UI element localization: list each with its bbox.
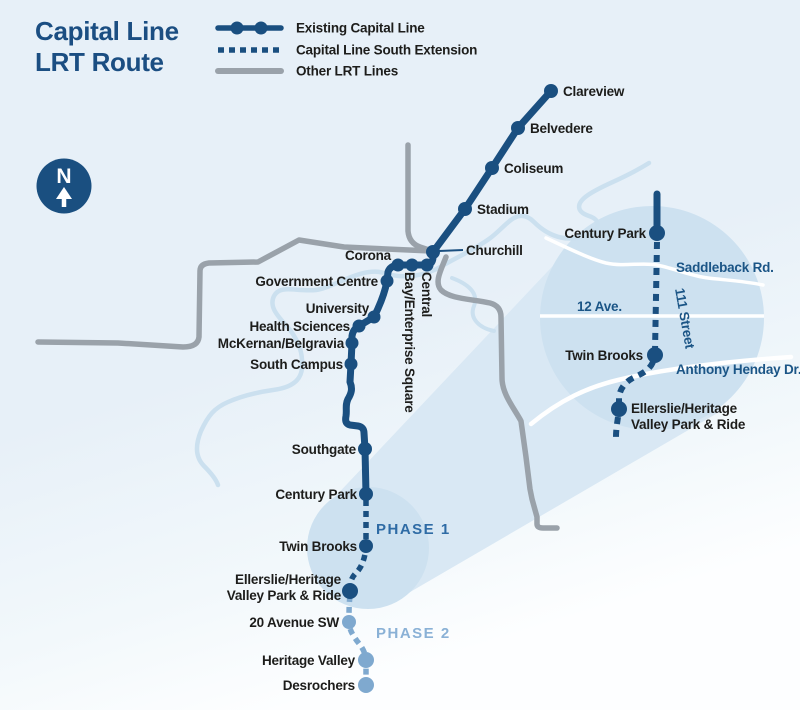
- station-dot-heritage-valley: [358, 652, 374, 668]
- river-path: [194, 160, 652, 488]
- station-label-coliseum: Coliseum: [504, 161, 563, 176]
- station-label-south-campus: South Campus: [250, 357, 343, 372]
- station-label-ellerslie-line1: Ellerslie/Heritage: [235, 572, 342, 587]
- inset-dot-twin-brooks: [647, 347, 663, 363]
- inset-zoom-circle: [540, 206, 764, 430]
- station-dot-ellerslie: [342, 583, 358, 599]
- phase1-label: PHASE 1: [376, 521, 451, 538]
- legend-label-extension: Capital Line South Extension: [296, 43, 477, 58]
- station-dot-desrochers: [358, 677, 374, 693]
- station-dot-churchill: [426, 245, 440, 259]
- station-dot-corona: [391, 258, 405, 272]
- inset-label-ellerslie-line1: Ellerslie/Heritage: [631, 401, 738, 416]
- map-title-line2: LRT Route: [35, 47, 164, 77]
- other-lrt-line-west: [35, 237, 434, 350]
- station-label-belvedere: Belvedere: [530, 121, 593, 136]
- station-label-health-sciences: Health Sciences: [249, 319, 350, 334]
- phase2-label: PHASE 2: [376, 625, 451, 642]
- road-label-saddleback: Saddleback Rd.: [676, 260, 774, 275]
- station-label-corona: Corona: [345, 248, 392, 263]
- inset-dot-century-park: [649, 225, 665, 241]
- station-label-20-avenue-sw: 20 Avenue SW: [249, 615, 339, 630]
- inset-label-century-park: Century Park: [564, 226, 646, 241]
- north-arrow-icon: [56, 187, 72, 199]
- inset-dot-ellerslie: [611, 401, 627, 417]
- station-dot-20-avenue-sw: [342, 615, 356, 629]
- station-label-desrochers: Desrochers: [283, 678, 355, 693]
- station-label-ellerslie-line2: Valley Park & Ride: [227, 588, 342, 603]
- compass-north-label: N: [56, 165, 71, 188]
- station-dot-central: [420, 258, 434, 272]
- other-lrt-line-north: [405, 142, 435, 254]
- legend-existing-dot2: [254, 21, 268, 35]
- road-label-12-ave: 12 Ave.: [577, 299, 622, 314]
- anthony-henday-road: [528, 354, 794, 427]
- station-label-university: University: [306, 301, 370, 316]
- station-dot-bay-enterprise-square: [405, 258, 419, 272]
- map-title-line1: Capital Line: [35, 16, 179, 46]
- legend-existing-dot1: [230, 21, 244, 35]
- churchill-label-connector: [438, 249, 464, 252]
- station-label-century-park: Century Park: [275, 487, 357, 502]
- inset-extension-line: [613, 241, 660, 438]
- station-label-stadium: Stadium: [477, 202, 529, 217]
- legend-label-existing: Existing Capital Line: [296, 21, 425, 36]
- station-dot-mckernan-belgravia: [345, 336, 359, 350]
- station-dot-stadium: [458, 202, 472, 216]
- station-dot-clareview: [544, 84, 558, 98]
- station-dot-coliseum: [485, 161, 499, 175]
- inset-label-twin-brooks: Twin Brooks: [565, 348, 643, 363]
- compass: N: [36, 158, 92, 214]
- station-dot-university: [367, 310, 381, 324]
- station-label-bay-enterprise-square: Bay/Enterprise Square: [402, 272, 417, 413]
- station-label-government-centre: Government Centre: [255, 274, 378, 289]
- station-label-central: Central: [419, 272, 434, 317]
- station-label-mckernan-belgravia: McKernan/Belgravia: [218, 336, 345, 351]
- station-label-southgate: Southgate: [292, 442, 357, 457]
- station-label-heritage-valley: Heritage Valley: [262, 653, 356, 668]
- compass-circle: [36, 158, 92, 214]
- inset-label-ellerslie-line2: Valley Park & Ride: [631, 417, 746, 432]
- other-lrt-line-southeast: [435, 254, 560, 531]
- station-dot-century-park: [359, 487, 373, 501]
- station-label-clareview: Clareview: [563, 84, 625, 99]
- station-dot-belvedere: [511, 121, 525, 135]
- road-label-anthony-henday: Anthony Henday Dr.: [676, 362, 800, 377]
- station-label-twin-brooks: Twin Brooks: [279, 539, 357, 554]
- legend-label-other: Other LRT Lines: [296, 64, 398, 79]
- station-dot-health-sciences: [352, 319, 366, 333]
- river-oxbow: [450, 276, 496, 333]
- station-dot-southgate: [358, 442, 372, 456]
- capital-line-extension-phase2: [346, 595, 369, 684]
- station-dot-twin-brooks: [359, 539, 373, 553]
- station-dot-government-centre: [380, 274, 394, 288]
- station-label-churchill: Churchill: [466, 243, 523, 258]
- saddleback-road: [544, 236, 765, 287]
- legend: Existing Capital Line Capital Line South…: [215, 21, 477, 79]
- station-dot-south-campus: [344, 357, 358, 371]
